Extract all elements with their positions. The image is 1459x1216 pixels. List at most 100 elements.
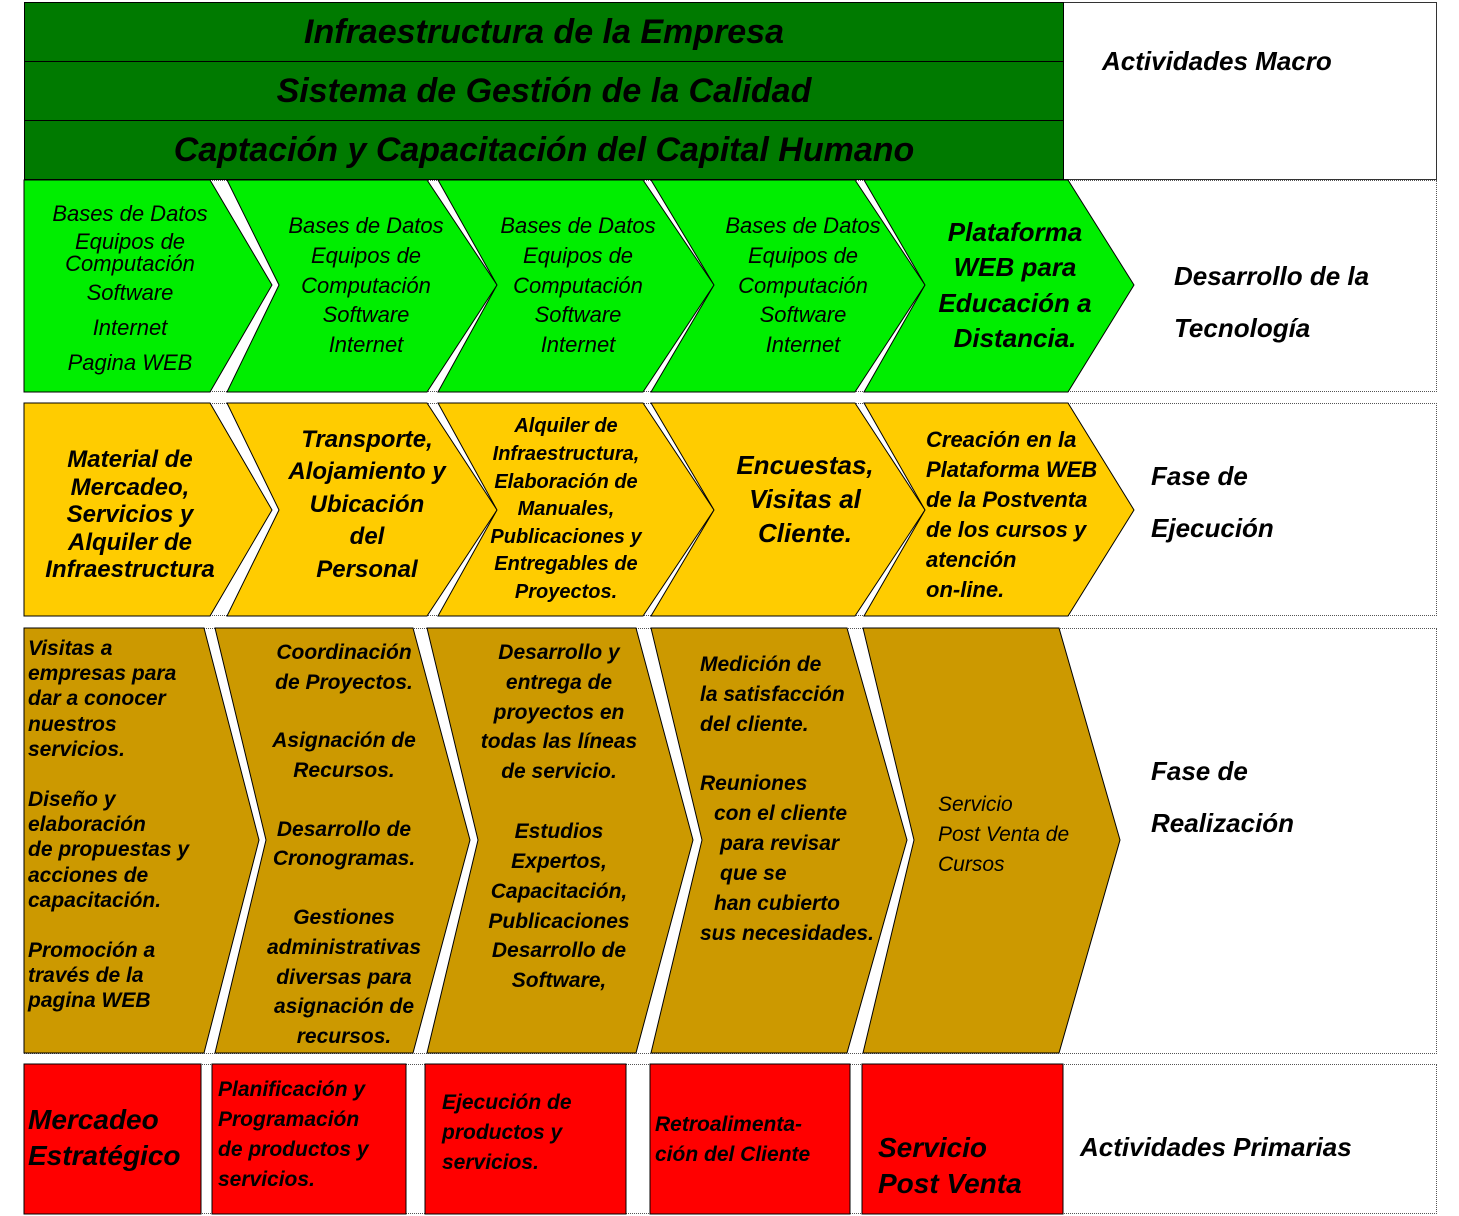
cell-line: Material de: [67, 446, 193, 474]
cell-line: acciones de: [28, 863, 149, 887]
primary-box-5: [861, 1063, 1064, 1215]
primary-box-text-5: Servicio Post Venta: [878, 1128, 1058, 1204]
cell-line: de servicio.: [501, 760, 617, 784]
cell-line: Gestiones: [293, 905, 395, 929]
cell-line: Visitas a: [28, 637, 113, 660]
cell-line: la satisfacción: [700, 682, 845, 706]
row-label-ejecucion: Fase de Ejecución: [1151, 450, 1274, 554]
cell-line: dar a conocer: [28, 687, 166, 711]
cell-line: Equipos de: [747, 242, 859, 268]
primary-box-text-1: Mercadeo Estratégico: [28, 1100, 200, 1176]
cell-line: Ubicación: [309, 490, 425, 518]
cell-tecnologia-1: Bases de Datos Equipos de Computación So…: [30, 190, 230, 386]
chevron-tecnologia-3: [437, 179, 715, 393]
cell-line: del: [349, 523, 385, 551]
row-chevrons-realizacion: [23, 627, 1121, 1054]
cell-line: Bases de Datos: [52, 200, 208, 226]
cell-line: Medición de: [700, 653, 822, 676]
cell-line: Bases de Datos: [725, 213, 881, 239]
cell-line: Software: [759, 302, 847, 328]
cell-line: Publicaciones y: [490, 525, 642, 548]
cell-line: que se: [720, 861, 787, 885]
cell-line: Personal: [316, 555, 418, 583]
cell-tecnologia-5: Plataforma WEB para Educación a Distanci…: [912, 208, 1118, 363]
macro-label: Actividades Macro: [1102, 46, 1332, 76]
cell-line: Infraestructura,: [492, 443, 640, 466]
cell-line: Equipos de: [522, 242, 634, 268]
cell-ejecucion-2: Transporte, Alojamiento y Ubicación del …: [268, 420, 466, 590]
cell-ejecucion-1: Material de Mercadeo, Servicios y Alquil…: [28, 430, 232, 600]
cell-line: pagina WEB: [28, 989, 151, 1013]
cell-line: Creación en la: [926, 427, 1077, 453]
chevron-realizacion-5: [862, 627, 1121, 1054]
row-label-line: Tecnología: [1174, 313, 1311, 343]
row-label-line: Desarrollo de la: [1174, 261, 1370, 291]
primary-line: servicios.: [218, 1167, 315, 1191]
cell-line: Software: [534, 302, 622, 328]
macro-bar-label: Infraestructura de la Empresa: [304, 12, 784, 51]
cell-ejecucion-5: Creación en la Plataforma WEB de la Post…: [926, 422, 1122, 608]
chevron-realizacion-2: [214, 627, 471, 1054]
macro-bar-label: Captación y Capacitación del Capital Hum…: [173, 130, 915, 169]
primary-box-1: [23, 1063, 202, 1215]
macro-bar-capital-humano: Captación y Capacitación del Capital Hum…: [24, 120, 1064, 180]
cell-line: Servicios y: [66, 501, 194, 529]
cell-line: Alquiler de: [67, 528, 193, 556]
cell-line: Computación: [301, 272, 431, 298]
cell-line: Publicaciones: [488, 909, 630, 933]
cell-ejecucion-4: Encuestas, Visitas al Cliente.: [710, 440, 900, 560]
cell-line: Expertos,: [511, 849, 607, 873]
cell-line: través de la: [28, 964, 144, 988]
primary-line: Servicio: [878, 1132, 987, 1164]
cell-line: de Proyectos.: [275, 670, 413, 694]
cell-line: elaboración: [28, 813, 146, 837]
chevron-realizacion-4: [650, 627, 908, 1054]
primary-box-2: [211, 1063, 407, 1215]
cell-line: Encuestas,: [736, 450, 874, 481]
cell-line: nuestros: [28, 712, 117, 736]
row-chevrons-tecnologia: [23, 179, 1135, 393]
primary-label: Actividades Primarias: [1080, 1132, 1352, 1162]
cell-line: Educación a: [938, 287, 1092, 318]
cell-line: empresas para: [28, 662, 177, 686]
cell-tecnologia-4: Bases de Datos Equipos de Computación So…: [703, 208, 903, 363]
primary-line: servicios.: [442, 1150, 539, 1174]
cell-line: Reuniones: [700, 772, 808, 796]
cell-tecnologia-3: Bases de Datos Equipos de Computación So…: [478, 208, 678, 363]
cell-line: capacitación.: [28, 888, 162, 912]
primary-line: Programación: [218, 1108, 360, 1132]
cell-line: del cliente.: [700, 712, 809, 736]
cell-line: con el cliente: [714, 802, 848, 826]
cell-line: Asignación de: [272, 729, 416, 753]
cell-line: Diseño y: [28, 787, 116, 811]
chevron-realizacion-1: [23, 627, 260, 1054]
row-label-tecnologia: Desarrollo de la Tecnología: [1174, 250, 1369, 354]
cell-line: de la Postventa: [926, 487, 1088, 513]
primary-line: Ejecución de: [442, 1091, 572, 1115]
cell-line: Coordinación: [276, 641, 412, 664]
cell-line: Internet: [765, 332, 841, 358]
cell-line: atención: [926, 546, 1017, 572]
primary-line: Planificación y: [218, 1078, 366, 1102]
row-label-realizacion: Fase de Realización: [1151, 745, 1294, 849]
chevron-tecnologia-5: [863, 179, 1135, 393]
cell-line: Recursos.: [293, 759, 395, 783]
cell-line: Entregables de: [494, 553, 638, 576]
row-label-line: Ejecución: [1151, 513, 1274, 543]
cell-line: sus necesidades.: [700, 921, 874, 945]
cell-line: Software,: [511, 969, 607, 993]
cell-ejecucion-3: Alquiler de Infraestructura, Elaboración…: [466, 412, 666, 608]
chevron-ejecucion-1: [23, 402, 273, 617]
cell-line: para revisar: [720, 832, 840, 856]
chevron-tecnologia-1: [23, 179, 273, 393]
cell-line: Distancia.: [953, 322, 1077, 353]
cell-line: Computación: [738, 272, 868, 298]
cell-line: Alquiler de: [514, 415, 618, 438]
primary-box-text-4: Retroalimenta- ción del Cliente: [655, 1108, 847, 1172]
cell-line: Capacitación,: [490, 879, 628, 903]
chevron-ejecucion-5: [863, 402, 1135, 617]
cell-line: todas las líneas: [480, 730, 638, 754]
chevron-tecnologia-4: [650, 179, 926, 393]
chevron-ejecucion-3: [437, 402, 715, 617]
cell-line: proyectos en: [493, 700, 625, 724]
